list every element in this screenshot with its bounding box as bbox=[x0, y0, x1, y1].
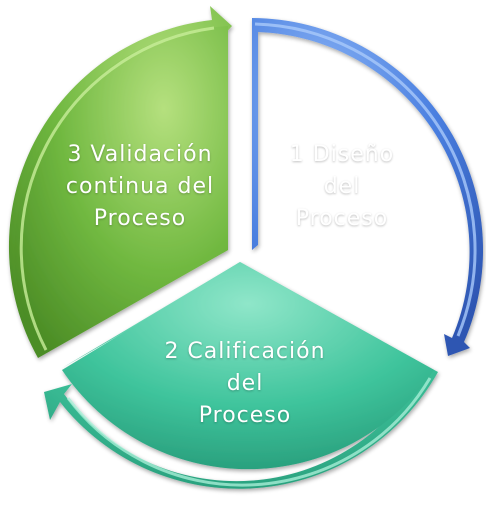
segment-3-body bbox=[14, 26, 229, 356]
segment-3-validacion bbox=[8, 6, 233, 358]
segment-3-line-3: Proceso bbox=[93, 206, 187, 231]
segment-2-label: 2 Calificación del Proceso bbox=[140, 336, 350, 432]
segment-1-line-3: Proceso bbox=[295, 206, 389, 231]
segment-1-diseno bbox=[252, 18, 484, 356]
segment-3-line-1: 3 Validación bbox=[67, 142, 213, 167]
segment-3-rim bbox=[19, 26, 215, 351]
segment-1-line-2: del bbox=[323, 174, 361, 199]
segment-1-shape bbox=[252, 18, 484, 356]
segment-2-line-3: Proceso bbox=[198, 403, 292, 428]
segment-2-line-2: del bbox=[226, 371, 264, 396]
segment-1-label: 1 Diseño del Proceso bbox=[262, 139, 422, 235]
segment-1-rim bbox=[254, 22, 477, 337]
segment-1-line-1: 1 Diseño bbox=[289, 142, 395, 167]
segment-2-rim bbox=[66, 377, 432, 487]
segment-3-line-2: continua del bbox=[65, 174, 215, 199]
segment-3-label: 3 Validación continua del Proceso bbox=[40, 139, 240, 235]
segment-2-line-1: 2 Calificación bbox=[164, 339, 326, 364]
segment-2-calificacion bbox=[44, 262, 438, 489]
segment-2-body bbox=[62, 262, 434, 470]
